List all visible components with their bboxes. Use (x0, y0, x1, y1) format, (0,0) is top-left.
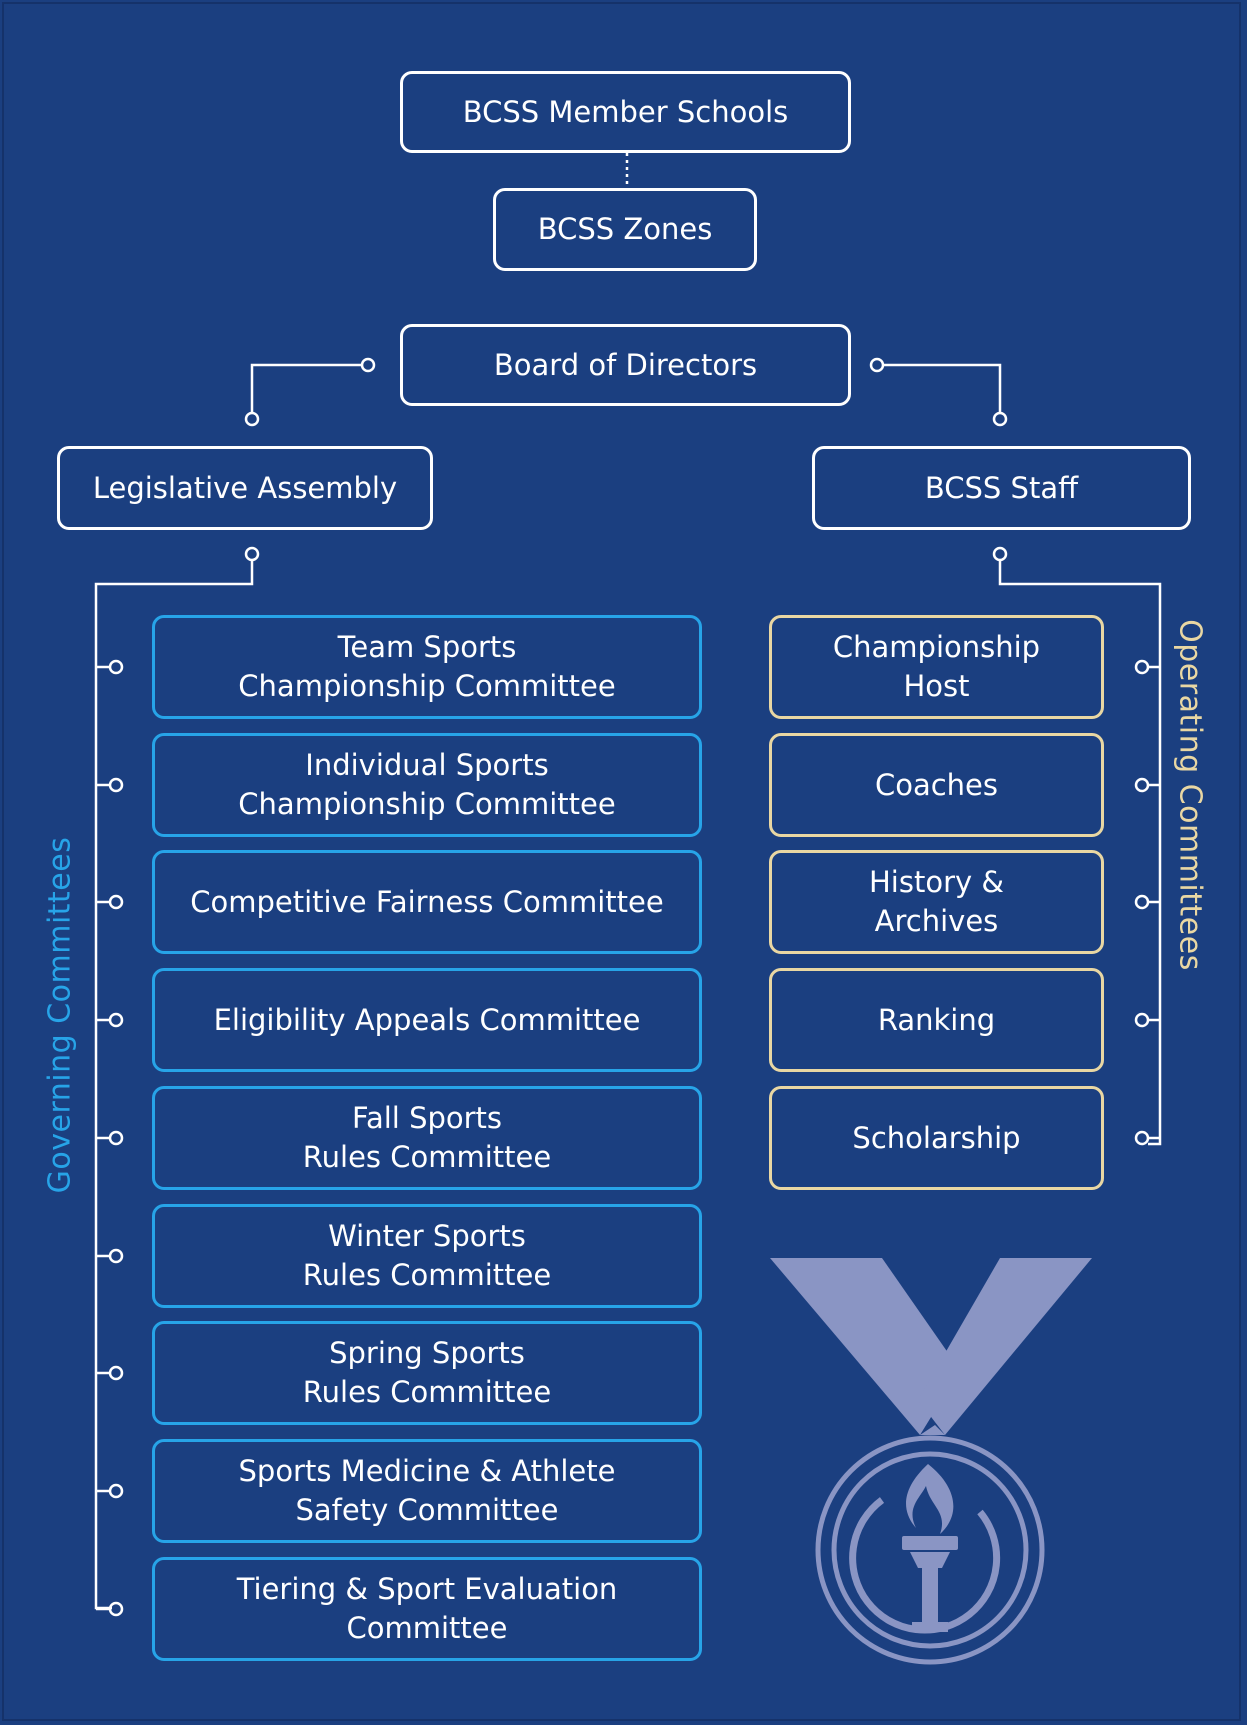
zones-box: BCSS Zones (493, 188, 757, 271)
governing-committee-box: Individual Sports Championship Committee (152, 733, 702, 837)
governing-committee-box: Tiering & Sport Evaluation Committee (152, 1557, 702, 1661)
connector-node (108, 894, 124, 910)
connector-node (108, 777, 124, 793)
governing-committee-box: Eligibility Appeals Committee (152, 968, 702, 1072)
member-schools-label: BCSS Member Schools (462, 94, 789, 129)
governing-committee-label: Individual Sports Championship Committee (238, 748, 616, 821)
operating-committees-label: Operating Committees (1172, 619, 1208, 971)
connector-node (108, 1483, 124, 1499)
governing-committee-box: Winter Sports Rules Committee (152, 1204, 702, 1308)
governing-committee-label: Eligibility Appeals Committee (213, 1002, 641, 1037)
connector-node (108, 1601, 124, 1617)
connector-node (360, 357, 376, 373)
operating-committee-box: Ranking (769, 968, 1104, 1072)
governing-committee-label: Spring Sports Rules Committee (302, 1336, 552, 1409)
staff-label: BCSS Staff (924, 470, 1079, 505)
operating-committee-label: Championship Host (832, 630, 1041, 703)
governing-committee-box: Fall Sports Rules Committee (152, 1086, 702, 1190)
connector-node (108, 1130, 124, 1146)
governing-committee-label: Competitive Fairness Committee (190, 884, 664, 919)
board-label: Board of Directors (493, 347, 758, 382)
member-schools-box: BCSS Member Schools (400, 71, 851, 153)
connector-node (1134, 659, 1150, 675)
governing-committee-label: Sports Medicine & Athlete Safety Committ… (238, 1454, 616, 1527)
governing-committee-box: Sports Medicine & Athlete Safety Committ… (152, 1439, 702, 1543)
governing-committee-box: Spring Sports Rules Committee (152, 1321, 702, 1425)
connector-node (108, 1365, 124, 1381)
governing-committee-label: Team Sports Championship Committee (238, 630, 616, 703)
connector-node (108, 659, 124, 675)
operating-committee-box: Championship Host (769, 615, 1104, 719)
operating-committee-label: Scholarship (852, 1120, 1021, 1155)
connector-node (108, 1012, 124, 1028)
operating-committee-box: History & Archives (769, 850, 1104, 954)
connector-node (1134, 1130, 1150, 1146)
connector-node (244, 546, 260, 562)
connector-node (244, 411, 260, 427)
operating-committee-label: Ranking (877, 1002, 996, 1037)
connector-node (1134, 777, 1150, 793)
governing-committee-box: Team Sports Championship Committee (152, 615, 702, 719)
connector-node (1134, 894, 1150, 910)
connector-node (869, 357, 885, 373)
connector-board-legislative (250, 363, 362, 413)
torch-medal-icon (770, 1258, 1092, 1665)
board-box: Board of Directors (400, 324, 851, 406)
zones-label: BCSS Zones (537, 212, 713, 246)
operating-committee-box: Scholarship (769, 1086, 1104, 1190)
governing-committee-label: Winter Sports Rules Committee (302, 1219, 552, 1292)
governing-committee-box: Competitive Fairness Committee (152, 850, 702, 954)
connector-node (108, 1248, 124, 1264)
legislative-assembly-box: Legislative Assembly (57, 446, 433, 530)
operating-committee-label: Coaches (874, 767, 999, 802)
governing-committee-label: Tiering & Sport Evaluation Committee (236, 1572, 618, 1645)
staff-box: BCSS Staff (812, 446, 1191, 530)
connector-board-staff (883, 363, 1002, 413)
governing-committee-label: Fall Sports Rules Committee (302, 1101, 552, 1174)
legislative-assembly-label: Legislative Assembly (92, 470, 398, 505)
operating-committee-box: Coaches (769, 733, 1104, 837)
governing-committees-label: Governing Committees (42, 836, 78, 1194)
connector-node (992, 546, 1008, 562)
connector-node (992, 411, 1008, 427)
operating-committee-label: History & Archives (868, 865, 1004, 938)
connector-node (1134, 1012, 1150, 1028)
